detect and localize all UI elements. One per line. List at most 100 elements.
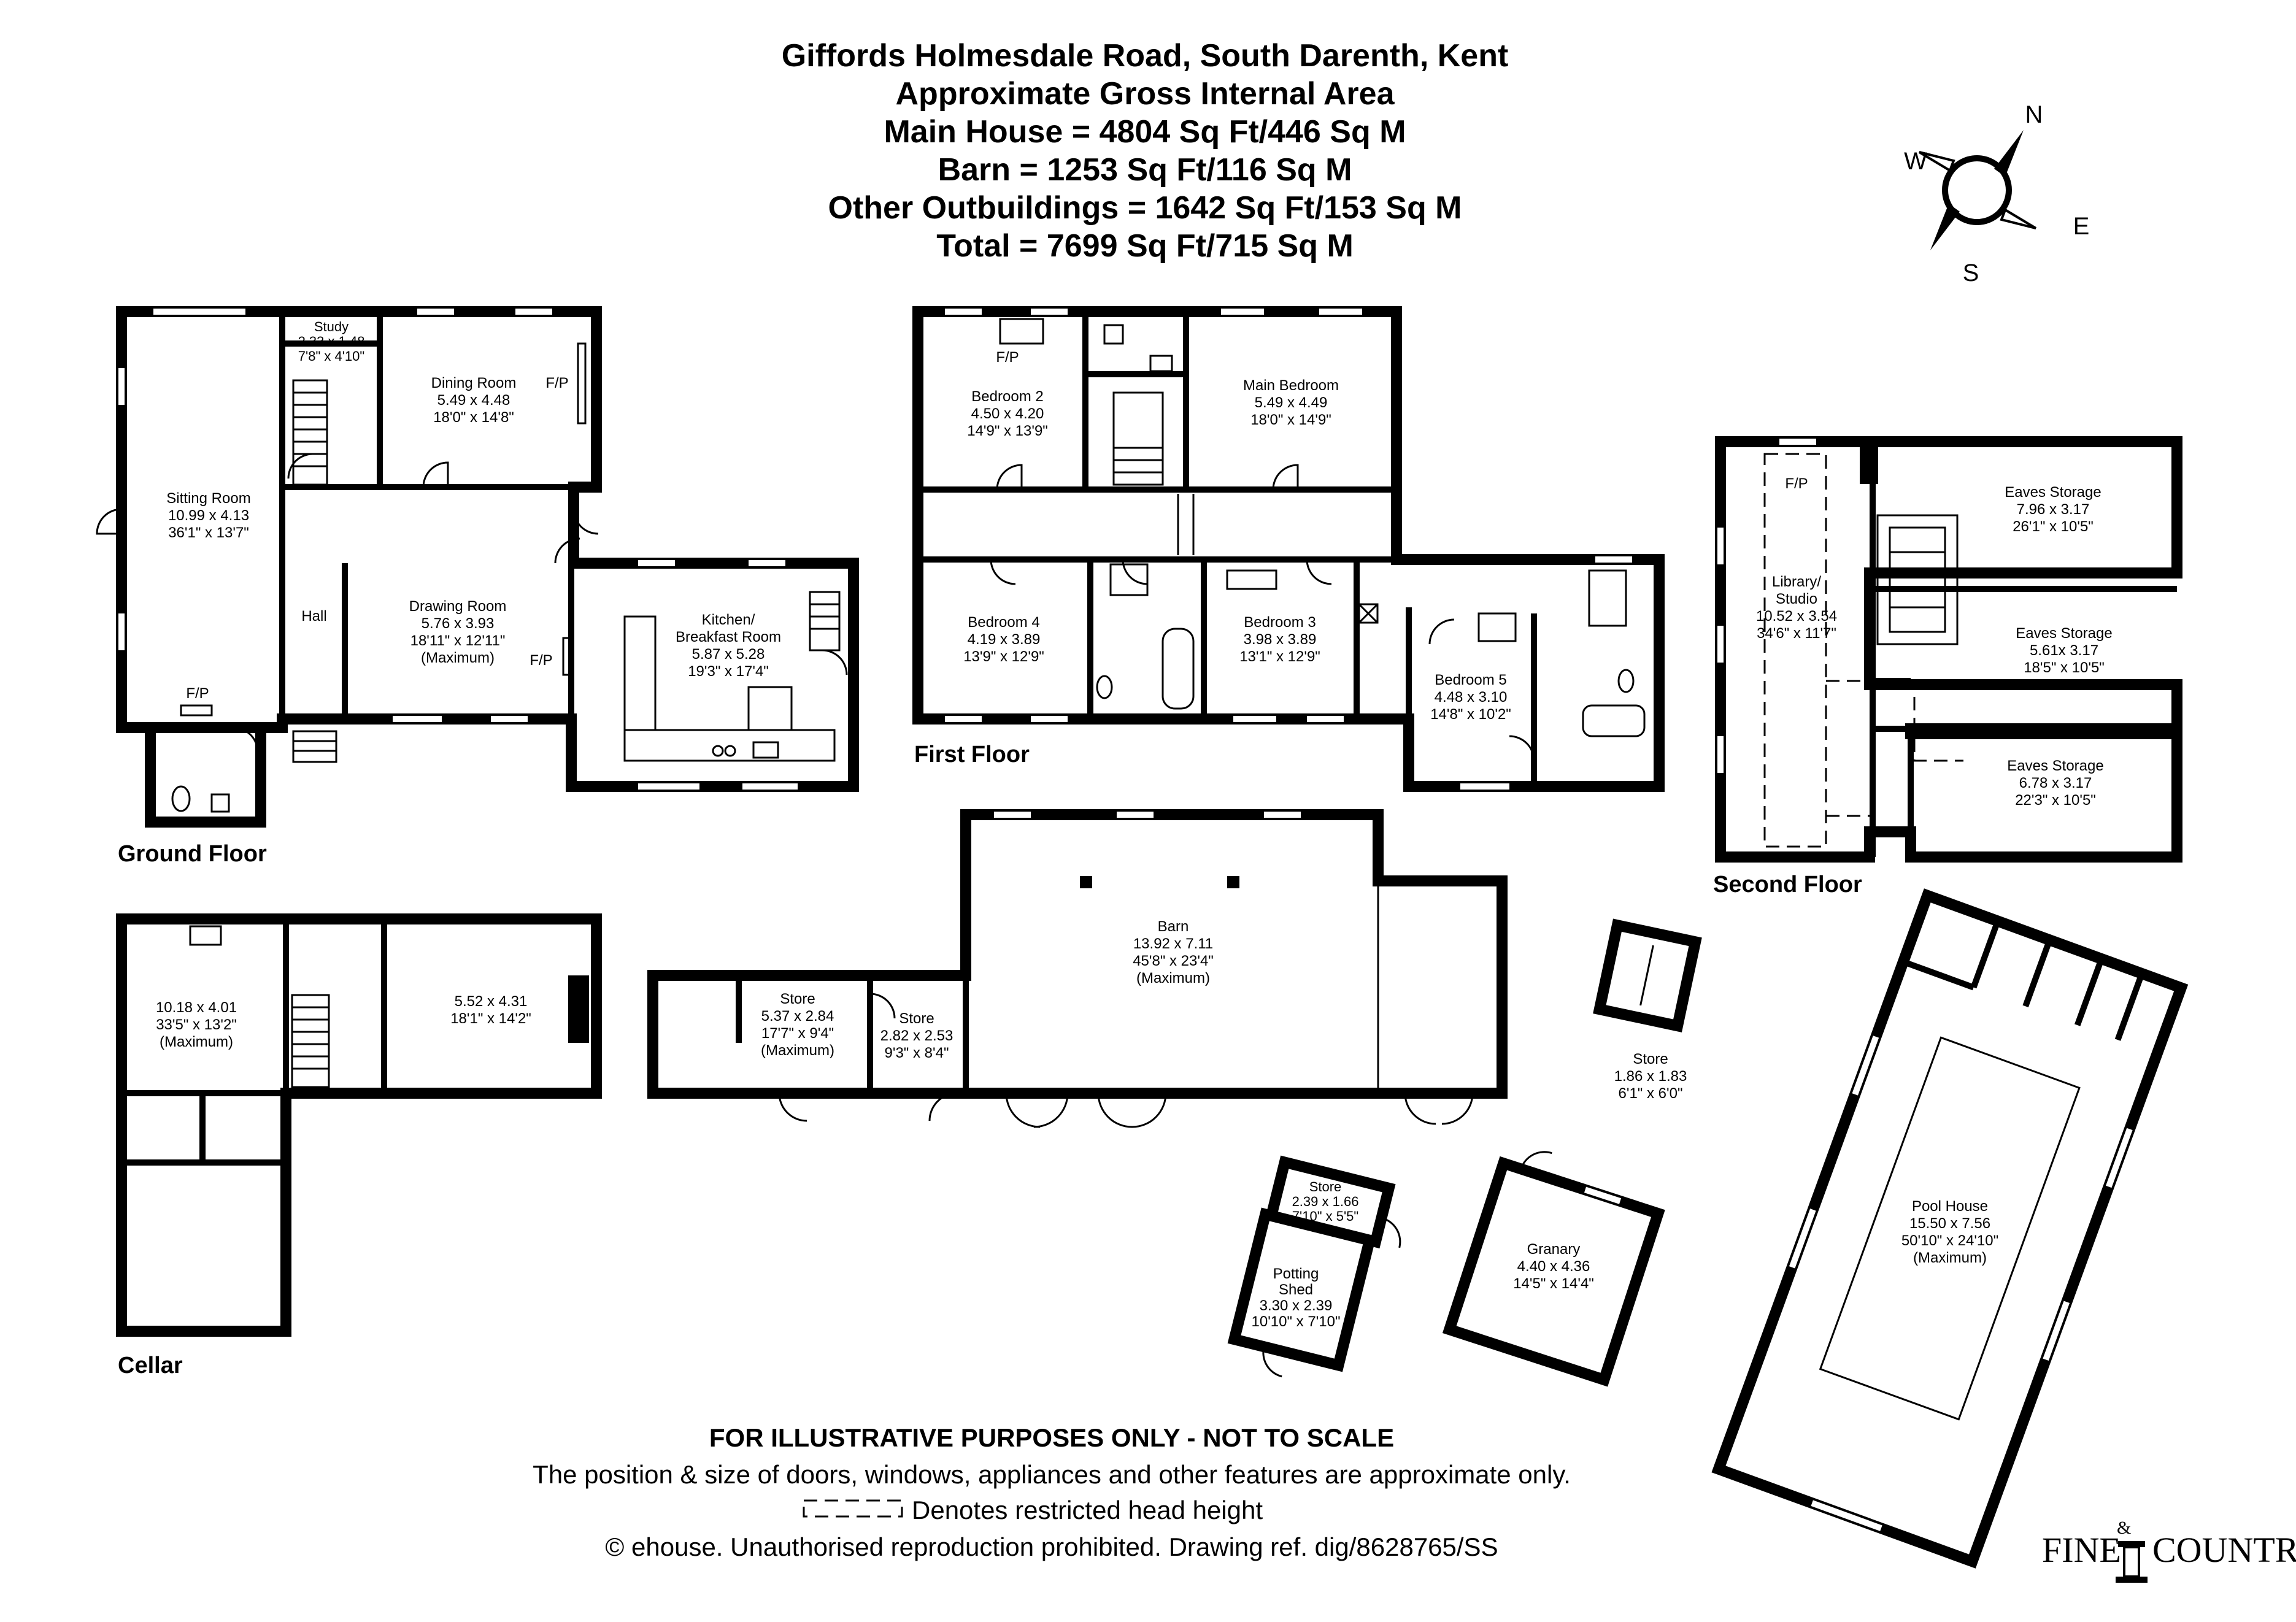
position-note-text: The position & size of doors, windows, a… <box>533 1460 1571 1489</box>
svg-text:18'1" x 14'2": 18'1" x 14'2" <box>450 1010 531 1027</box>
room-eaves-storage-3: Eaves Storage 6.78 x 3.17 22'3" x 10'5" <box>2007 758 2103 809</box>
svg-text:33'5" x 13'2": 33'5" x 13'2" <box>156 1017 237 1033</box>
svg-text:Potting: Potting <box>1273 1266 1319 1282</box>
svg-text:5.61x 3.17: 5.61x 3.17 <box>2030 642 2098 659</box>
svg-text:34'6" x 11'7": 34'6" x 11'7" <box>1757 625 1836 642</box>
svg-text:4.19 x 3.89: 4.19 x 3.89 <box>968 631 1041 648</box>
svg-text:5.87 x 5.28: 5.87 x 5.28 <box>692 646 765 663</box>
compass-south: S <box>1963 259 1979 286</box>
svg-text:Study: Study <box>314 319 349 334</box>
barn-plan: Store 5.37 x 2.84 17'7" x 9'4" (Maximum)… <box>647 809 1508 1128</box>
svg-text:Bedroom 3: Bedroom 3 <box>1244 614 1316 631</box>
room-potting-shed: Potting Shed 3.30 x 2.39 10'10" x 7'10" <box>1252 1266 1341 1330</box>
svg-text:(Maximum): (Maximum) <box>421 650 495 666</box>
plan-title: Giffords Holmesdale Road, South Darenth,… <box>782 38 1509 74</box>
room-dining: Dining Room 5.49 x 4.48 18'0" x 14'8" F/… <box>431 375 569 426</box>
svg-text:7.96 x 3.17: 7.96 x 3.17 <box>2017 501 2090 518</box>
svg-text:Dining Room: Dining Room <box>431 375 517 391</box>
room-eaves-storage-2: Eaves Storage 5.61x 3.17 18'5" x 10'5" <box>2016 625 2112 676</box>
room-pool-house: Pool House 15.50 x 7.56 50'10" x 24'10" … <box>1901 1198 1998 1266</box>
svg-text:6'1" x 6'0": 6'1" x 6'0" <box>1619 1085 1683 1102</box>
svg-text:Kitchen/: Kitchen/ <box>702 612 755 628</box>
svg-text:2.82 x 2.53: 2.82 x 2.53 <box>880 1028 953 1044</box>
room-study: Study 2.33 x 1.48 7'8" x 4'10" <box>298 319 365 364</box>
svg-text:Breakfast Room: Breakfast Room <box>676 629 781 645</box>
svg-text:15.50 x 7.56: 15.50 x 7.56 <box>1909 1215 1990 1232</box>
svg-text:22'3" x 10'5": 22'3" x 10'5" <box>2015 792 2096 809</box>
svg-text:Eaves Storage: Eaves Storage <box>2016 625 2112 642</box>
svg-text:Granary: Granary <box>1527 1241 1581 1258</box>
fireplace-label: F/P <box>996 349 1019 366</box>
svg-text:10.52 x 3.54: 10.52 x 3.54 <box>1756 608 1837 625</box>
svg-text:Drawing Room: Drawing Room <box>409 598 507 615</box>
floor-label-ground: Ground Floor <box>118 841 267 867</box>
svg-text:19'3" x 17'4": 19'3" x 17'4" <box>688 663 769 680</box>
room-bedroom-4: Bedroom 4 4.19 x 3.89 13'9" x 12'9" <box>963 614 1044 665</box>
svg-text:Store: Store <box>1309 1179 1342 1194</box>
svg-text:Bedroom 2: Bedroom 2 <box>971 388 1043 405</box>
svg-text:4.48 x 3.10: 4.48 x 3.10 <box>1435 689 1508 705</box>
room-bedroom-5: Bedroom 5 4.48 x 3.10 14'8" x 10'2" <box>1430 672 1511 723</box>
svg-text:18'0" x 14'8": 18'0" x 14'8" <box>433 409 514 426</box>
svg-text:13.92 x 7.11: 13.92 x 7.11 <box>1133 936 1213 952</box>
logo-text-country: COUNTRY <box>2152 1530 2296 1570</box>
fine-country-logo: FINE & COUNTRY <box>2042 1518 2296 1583</box>
floor-label-cellar: Cellar <box>118 1353 183 1378</box>
svg-text:3.30 x 2.39: 3.30 x 2.39 <box>1260 1297 1333 1314</box>
svg-text:Barn: Barn <box>1158 918 1189 935</box>
svg-text:18'5" x 10'5": 18'5" x 10'5" <box>2024 659 2105 676</box>
svg-text:7'8" x 4'10": 7'8" x 4'10" <box>298 348 364 364</box>
room-bedroom-3: Bedroom 3 3.98 x 3.89 13'1" x 12'9" <box>1239 614 1320 665</box>
fireplace-label: F/P <box>1785 475 1808 492</box>
svg-text:13'1" x 12'9": 13'1" x 12'9" <box>1239 648 1320 665</box>
fireplace-label: F/P <box>545 375 568 391</box>
svg-text:9'3" x 8'4": 9'3" x 8'4" <box>885 1045 949 1061</box>
plan-footer: FOR ILLUSTRATIVE PURPOSES ONLY - NOT TO … <box>533 1423 1571 1561</box>
svg-text:(Maximum): (Maximum) <box>1136 970 1210 986</box>
legend-text: Denotes restricted head height <box>912 1496 1263 1524</box>
svg-text:Pool House: Pool House <box>1912 1198 1988 1215</box>
area-outbuildings: Other Outbuildings = 1642 Sq Ft/153 Sq M <box>828 190 1462 226</box>
svg-text:(Maximum): (Maximum) <box>160 1034 233 1050</box>
area-total: Total = 7699 Sq Ft/715 Sq M <box>936 228 1354 264</box>
svg-text:Store: Store <box>1633 1051 1668 1067</box>
potting-shed-plan: Store 2.39 x 1.66 7'10" x 5'5" Potting S… <box>1227 1155 1401 1378</box>
area-header: Giffords Holmesdale Road, South Darenth,… <box>782 38 1509 264</box>
svg-text:4.50 x 4.20: 4.50 x 4.20 <box>971 406 1044 422</box>
compass-east: E <box>2073 213 2090 240</box>
svg-text:Bedroom 5: Bedroom 5 <box>1435 672 1506 688</box>
floor-label-second: Second Floor <box>1713 872 1862 897</box>
svg-text:10'10" x 7'10": 10'10" x 7'10" <box>1252 1313 1341 1330</box>
svg-text:18'0" x 14'9": 18'0" x 14'9" <box>1250 412 1331 428</box>
floor-label-first: First Floor <box>914 742 1030 767</box>
room-main-bedroom: Main Bedroom 5.49 x 4.49 18'0" x 14'9" <box>1243 377 1339 428</box>
room-cellar-1: 10.18 x 4.01 33'5" x 13'2" (Maximum) <box>156 999 237 1050</box>
svg-text:(Maximum): (Maximum) <box>761 1042 834 1059</box>
svg-text:(Maximum): (Maximum) <box>1913 1250 1987 1266</box>
room-bedroom-2: F/P Bedroom 2 4.50 x 4.20 14'9" x 13'9" <box>967 349 1048 439</box>
svg-text:5.49 x 4.49: 5.49 x 4.49 <box>1255 394 1328 411</box>
small-store-plan: Store 1.86 x 1.83 6'1" x 6'0" <box>1593 918 1702 1102</box>
svg-text:Main Bedroom: Main Bedroom <box>1243 377 1339 394</box>
svg-text:2.33 x 1.48: 2.33 x 1.48 <box>298 334 365 349</box>
svg-text:14'5" x 14'4": 14'5" x 14'4" <box>1513 1275 1594 1292</box>
column-icon <box>2116 1541 2148 1583</box>
svg-text:10.18 x 4.01: 10.18 x 4.01 <box>156 999 237 1016</box>
svg-text:36'1" x 13'7": 36'1" x 13'7" <box>168 525 249 541</box>
pool-house-plan: Pool House 15.50 x 7.56 50'10" x 24'10" … <box>1711 888 2189 1569</box>
room-store-a: Store 5.37 x 2.84 17'7" x 9'4" (Maximum) <box>761 991 834 1059</box>
compass-west: W <box>1904 148 1927 175</box>
svg-text:4.40 x 4.36: 4.40 x 4.36 <box>1517 1258 1590 1275</box>
room-store-d: Store 2.39 x 1.66 7'10" x 5'5" <box>1292 1179 1359 1224</box>
svg-text:5.37 x 2.84: 5.37 x 2.84 <box>761 1008 834 1024</box>
svg-text:17'7" x 9'4": 17'7" x 9'4" <box>761 1025 834 1042</box>
svg-text:5.76 x 3.93: 5.76 x 3.93 <box>422 615 495 632</box>
svg-text:13'9" x 12'9": 13'9" x 12'9" <box>963 648 1044 665</box>
room-kitchen: Kitchen/ Breakfast Room 5.87 x 5.28 19'3… <box>676 612 781 680</box>
logo-ampersand: & <box>2117 1518 2131 1538</box>
fireplace-label: F/P <box>530 652 552 669</box>
svg-text:3.98 x 3.89: 3.98 x 3.89 <box>1244 631 1317 648</box>
room-granary: Granary 4.40 x 4.36 14'5" x 14'4" <box>1513 1241 1594 1292</box>
svg-text:1.86 x 1.83: 1.86 x 1.83 <box>1614 1068 1687 1085</box>
